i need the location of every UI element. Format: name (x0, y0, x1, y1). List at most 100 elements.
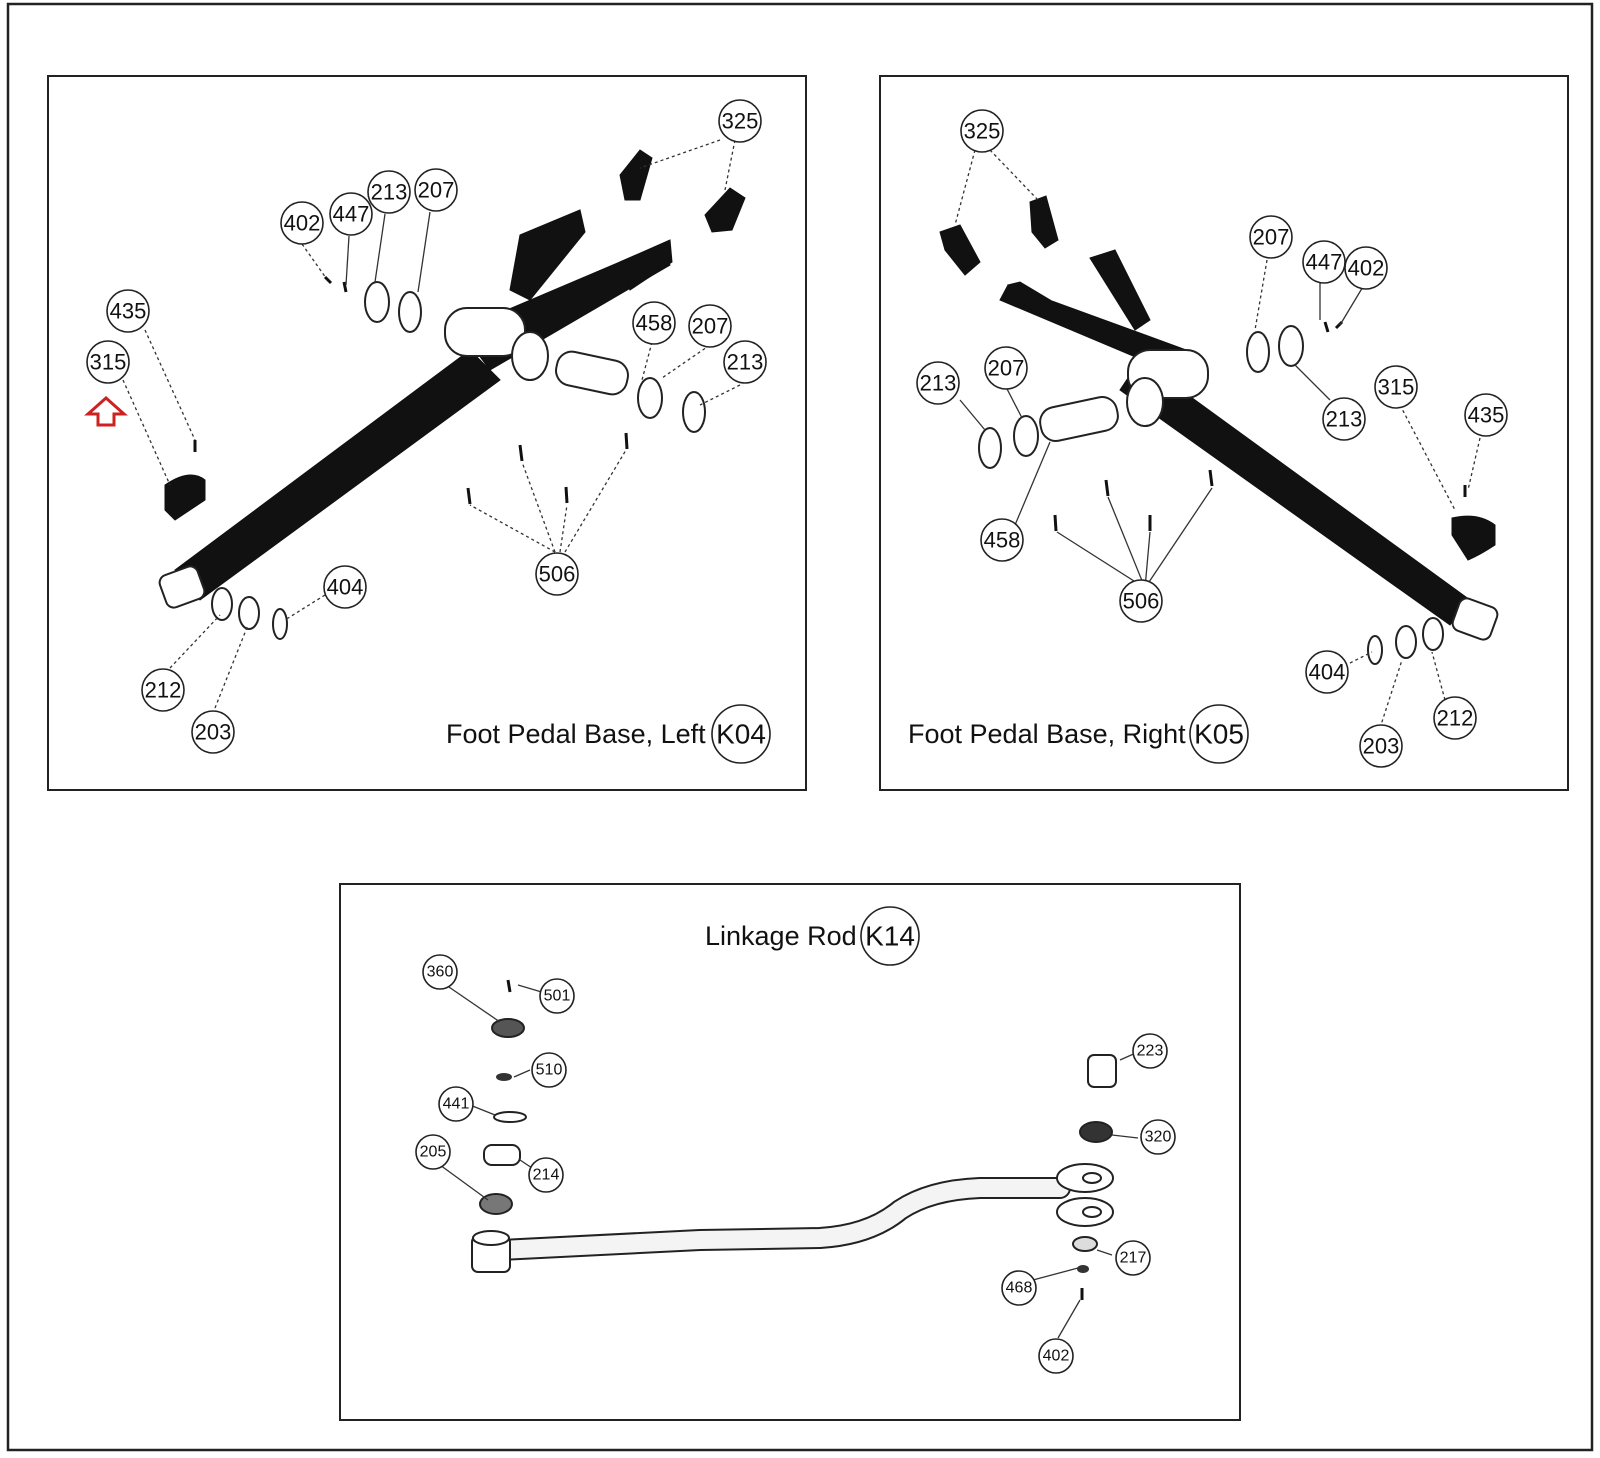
svg-text:207: 207 (692, 314, 729, 339)
right-callout-213b: 213 (1322, 397, 1366, 441)
sheet-border (6, 2, 1594, 1452)
left-callout-207: 207 (414, 168, 458, 212)
right-callout-404: 404 (1305, 650, 1349, 694)
svg-text:203: 203 (195, 720, 232, 745)
right-callout-402: 402 (1344, 246, 1388, 290)
up-arrow-icon (84, 395, 128, 427)
svg-text:207: 207 (988, 356, 1025, 381)
right-callout-447: 447 (1302, 240, 1346, 284)
linkage-callout-441: 441 (438, 1086, 474, 1122)
panel-right-title: Foot Pedal Base, Right (908, 719, 1186, 749)
linkage-callout-360: 360 (422, 954, 458, 990)
svg-text:510: 510 (536, 1062, 563, 1079)
panel-left-frame (47, 75, 807, 791)
left-callout-207b: 207 (688, 304, 732, 348)
svg-text:402: 402 (1043, 1348, 1070, 1365)
panel-right-code: K05 (1194, 719, 1244, 750)
left-callout-435: 435 (106, 289, 150, 333)
svg-text:212: 212 (1437, 706, 1474, 731)
svg-text:402: 402 (284, 211, 321, 236)
right-callout-315: 315 (1374, 365, 1418, 409)
panel-linkage: Linkage Rod K14 (339, 883, 1241, 1421)
right-callout-506: 506 (1119, 579, 1163, 623)
svg-text:213: 213 (1326, 407, 1363, 432)
svg-text:207: 207 (418, 178, 455, 203)
svg-text:205: 205 (420, 1144, 447, 1161)
svg-text:315: 315 (90, 350, 127, 375)
svg-text:213: 213 (920, 371, 957, 396)
left-callout-458: 458 (632, 301, 676, 345)
svg-text:458: 458 (984, 528, 1021, 553)
panel-left-code: K04 (716, 719, 766, 750)
linkage-callout-501: 501 (539, 978, 575, 1014)
linkage-callout-320: 320 (1140, 1119, 1176, 1155)
linkage-callout-223: 223 (1132, 1033, 1168, 1069)
svg-text:506: 506 (1123, 589, 1160, 614)
linkage-callout-217: 217 (1115, 1240, 1151, 1276)
left-callout-315: 315 (86, 340, 130, 384)
right-callout-325: 325 (960, 109, 1004, 153)
left-callout-213b: 213 (723, 340, 767, 384)
linkage-callout-468: 468 (1001, 1270, 1037, 1306)
right-callout-207b: 207 (984, 346, 1028, 390)
svg-text:501: 501 (544, 988, 571, 1005)
left-callout-325: 325 (718, 99, 762, 143)
svg-text:404: 404 (327, 575, 364, 600)
svg-text:320: 320 (1145, 1129, 1172, 1146)
panel-right-frame (879, 75, 1569, 791)
linkage-callout-402: 402 (1038, 1338, 1074, 1374)
left-callout-402: 402 (280, 201, 324, 245)
left-leader-lines (122, 139, 741, 709)
svg-text:325: 325 (722, 109, 759, 134)
svg-text:360: 360 (427, 964, 454, 981)
svg-text:315: 315 (1378, 375, 1415, 400)
right-callout-213: 213 (916, 361, 960, 405)
panel-right: 325 207 447 402 213 207 315 435 213 458 … (879, 75, 1569, 791)
right-callout-203: 203 (1359, 724, 1403, 768)
right-leader-lines (954, 149, 1481, 729)
panel-left: 325 402 447 213 207 435 315 458 207 213 … (47, 75, 807, 791)
svg-text:217: 217 (1120, 1250, 1147, 1267)
svg-text:214: 214 (533, 1167, 560, 1184)
panel-left-code-circle (711, 704, 771, 764)
right-callout-212: 212 (1433, 696, 1477, 740)
left-callout-404: 404 (323, 565, 367, 609)
right-pedal-arm-drawing (939, 195, 1499, 665)
right-callout-207: 207 (1249, 215, 1293, 259)
left-callout-213: 213 (367, 170, 411, 214)
right-callout-458: 458 (980, 518, 1024, 562)
panel-linkage-frame (339, 883, 1241, 1421)
svg-text:447: 447 (333, 202, 370, 227)
svg-text:506: 506 (539, 562, 576, 587)
left-callout-447: 447 (329, 192, 373, 236)
svg-text:458: 458 (636, 311, 673, 336)
panel-linkage-code-circle (860, 906, 920, 966)
left-callout-212: 212 (141, 668, 185, 712)
linkage-rod-drawing (471, 979, 1117, 1300)
left-callout-203: 203 (191, 710, 235, 754)
linkage-callout-510: 510 (531, 1052, 567, 1088)
svg-text:207: 207 (1253, 225, 1290, 250)
svg-text:213: 213 (371, 180, 408, 205)
svg-text:325: 325 (964, 119, 1001, 144)
svg-text:212: 212 (145, 678, 182, 703)
linkage-callout-205: 205 (415, 1134, 451, 1170)
svg-text:447: 447 (1306, 250, 1343, 275)
left-callout-506: 506 (535, 552, 579, 596)
svg-text:435: 435 (110, 299, 147, 324)
panel-linkage-code: K14 (865, 921, 915, 952)
panel-right-code-circle (1189, 704, 1249, 764)
svg-text:404: 404 (1309, 660, 1346, 685)
linkage-callout-214: 214 (528, 1157, 564, 1193)
svg-text:223: 223 (1137, 1043, 1164, 1060)
left-pedal-arm-drawing (158, 149, 746, 640)
right-callout-435: 435 (1464, 393, 1508, 437)
svg-text:203: 203 (1363, 734, 1400, 759)
svg-text:402: 402 (1348, 256, 1385, 281)
svg-text:213: 213 (727, 350, 764, 375)
panel-linkage-title: Linkage Rod (705, 921, 857, 951)
svg-text:441: 441 (443, 1096, 470, 1113)
svg-text:468: 468 (1006, 1280, 1033, 1297)
svg-text:435: 435 (1468, 403, 1505, 428)
